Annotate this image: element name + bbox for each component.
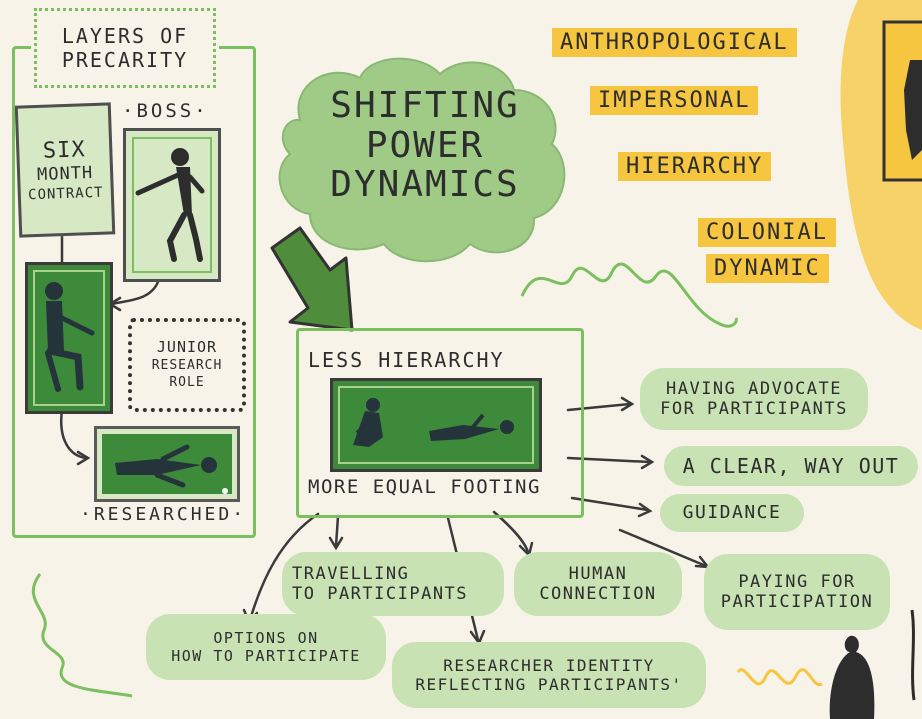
paying-line2: PARTICIPATION — [720, 592, 874, 612]
pill-way-out: A CLEAR, WAY OUT — [664, 446, 918, 486]
human-line1: HUMAN — [568, 563, 628, 584]
boss-box — [123, 128, 221, 282]
researched-box — [94, 426, 240, 502]
equal-inner-frame — [338, 386, 534, 464]
lying-figure — [115, 444, 228, 494]
arrow-advocate-head — [620, 396, 635, 412]
arrow-guidance-head — [637, 502, 653, 518]
human-line2: CONNECTION — [539, 584, 657, 604]
more-equal-footing-label: MORE EQUAL FOOTING — [308, 476, 541, 498]
arrow-paying — [618, 528, 708, 568]
advocate-line1: HAVING ADVOCATE — [665, 378, 843, 399]
junior-line3: ROLE — [169, 374, 205, 390]
worker-figure — [45, 282, 95, 392]
equal-figures — [353, 398, 514, 447]
squiggle-bottom — [32, 573, 133, 698]
blob-figure — [904, 60, 922, 160]
paying-line1: PAYING FOR — [738, 571, 856, 592]
layers-title-line1: LAYERS OF — [61, 24, 189, 48]
center-title: SHIFTING POWER DYNAMICS — [300, 86, 550, 205]
layers-title-box: LAYERS OF PRECARITY — [31, 5, 219, 91]
equal-footing-image — [330, 378, 542, 472]
travelling-line2: TO PARTICIPANTS — [292, 584, 469, 604]
less-hierarchy-frame — [296, 328, 584, 518]
options-line2: HOW TO PARTICIPATE — [171, 647, 361, 665]
center-title-line3: DYNAMICS — [330, 164, 520, 206]
arrow-travel — [334, 514, 340, 548]
identity-line2: REFLECTING PARTICIPANTS' — [415, 675, 683, 694]
squiggle-yellow — [736, 668, 823, 687]
center-title-line2: POWER — [365, 124, 485, 166]
arrow-worker-researched — [59, 408, 88, 460]
less-hierarchy-label: LESS HIERARCHY — [308, 348, 505, 372]
travelling-line1: TRAVELLING — [292, 563, 410, 584]
label-dynamic: DYNAMIC — [706, 254, 829, 284]
label-colonial: COLONIAL — [698, 218, 836, 248]
arrow-worker-researched-head — [76, 450, 91, 466]
arrow-guidance — [570, 496, 650, 512]
junior-line2: RESEARCH — [151, 357, 223, 373]
junior-inner-frame — [33, 270, 105, 406]
arrow-advocate — [566, 402, 632, 412]
junior-line1: JUNIOR — [156, 338, 218, 357]
pill-identity: RESEARCHER IDENTITY REFLECTING PARTICIPA… — [392, 642, 706, 708]
arrow-travel-head — [328, 536, 344, 551]
person-edge — [910, 609, 916, 701]
pill-options: OPTIONS ON HOW TO PARTICIPATE — [146, 614, 386, 680]
pill-advocate: HAVING ADVOCATE FOR PARTICIPANTS — [640, 368, 868, 430]
junior-research-role-box: JUNIOR RESEARCH ROLE — [128, 318, 246, 412]
pill-travelling: TRAVELLING TO PARTICIPANTS — [282, 552, 504, 616]
big-arrow — [270, 226, 354, 332]
boss-label: ·BOSS· — [122, 100, 209, 122]
boss-figure — [135, 148, 205, 262]
pill-guidance: GUIDANCE — [660, 494, 804, 532]
junior-worker-box — [25, 262, 113, 414]
person-silhouette — [829, 635, 875, 719]
pill-paying: PAYING FOR PARTICIPATION — [704, 554, 890, 630]
arrow-boss-worker — [110, 280, 160, 306]
layers-title-line2: PRECARITY — [61, 48, 189, 72]
label-anthropological: ANTHROPOLOGICAL — [552, 28, 797, 58]
arrow-wayout-head — [640, 454, 655, 470]
pill-human: HUMAN CONNECTION — [514, 552, 682, 616]
label-hierarchy: HIERARCHY — [618, 152, 772, 182]
options-line1: OPTIONS ON — [213, 629, 319, 647]
arrow-options — [248, 512, 320, 622]
center-title-line1: SHIFTING — [330, 85, 520, 126]
boss-inner-frame — [132, 137, 212, 273]
label-impersonal: IMPERSONAL — [590, 86, 759, 116]
advocate-line2: FOR PARTICIPANTS — [660, 399, 848, 419]
identity-line1: RESEARCHER IDENTITY — [443, 655, 655, 675]
squiggle-top — [520, 262, 738, 328]
researched-label: ·RESEARCHED· — [76, 504, 251, 525]
